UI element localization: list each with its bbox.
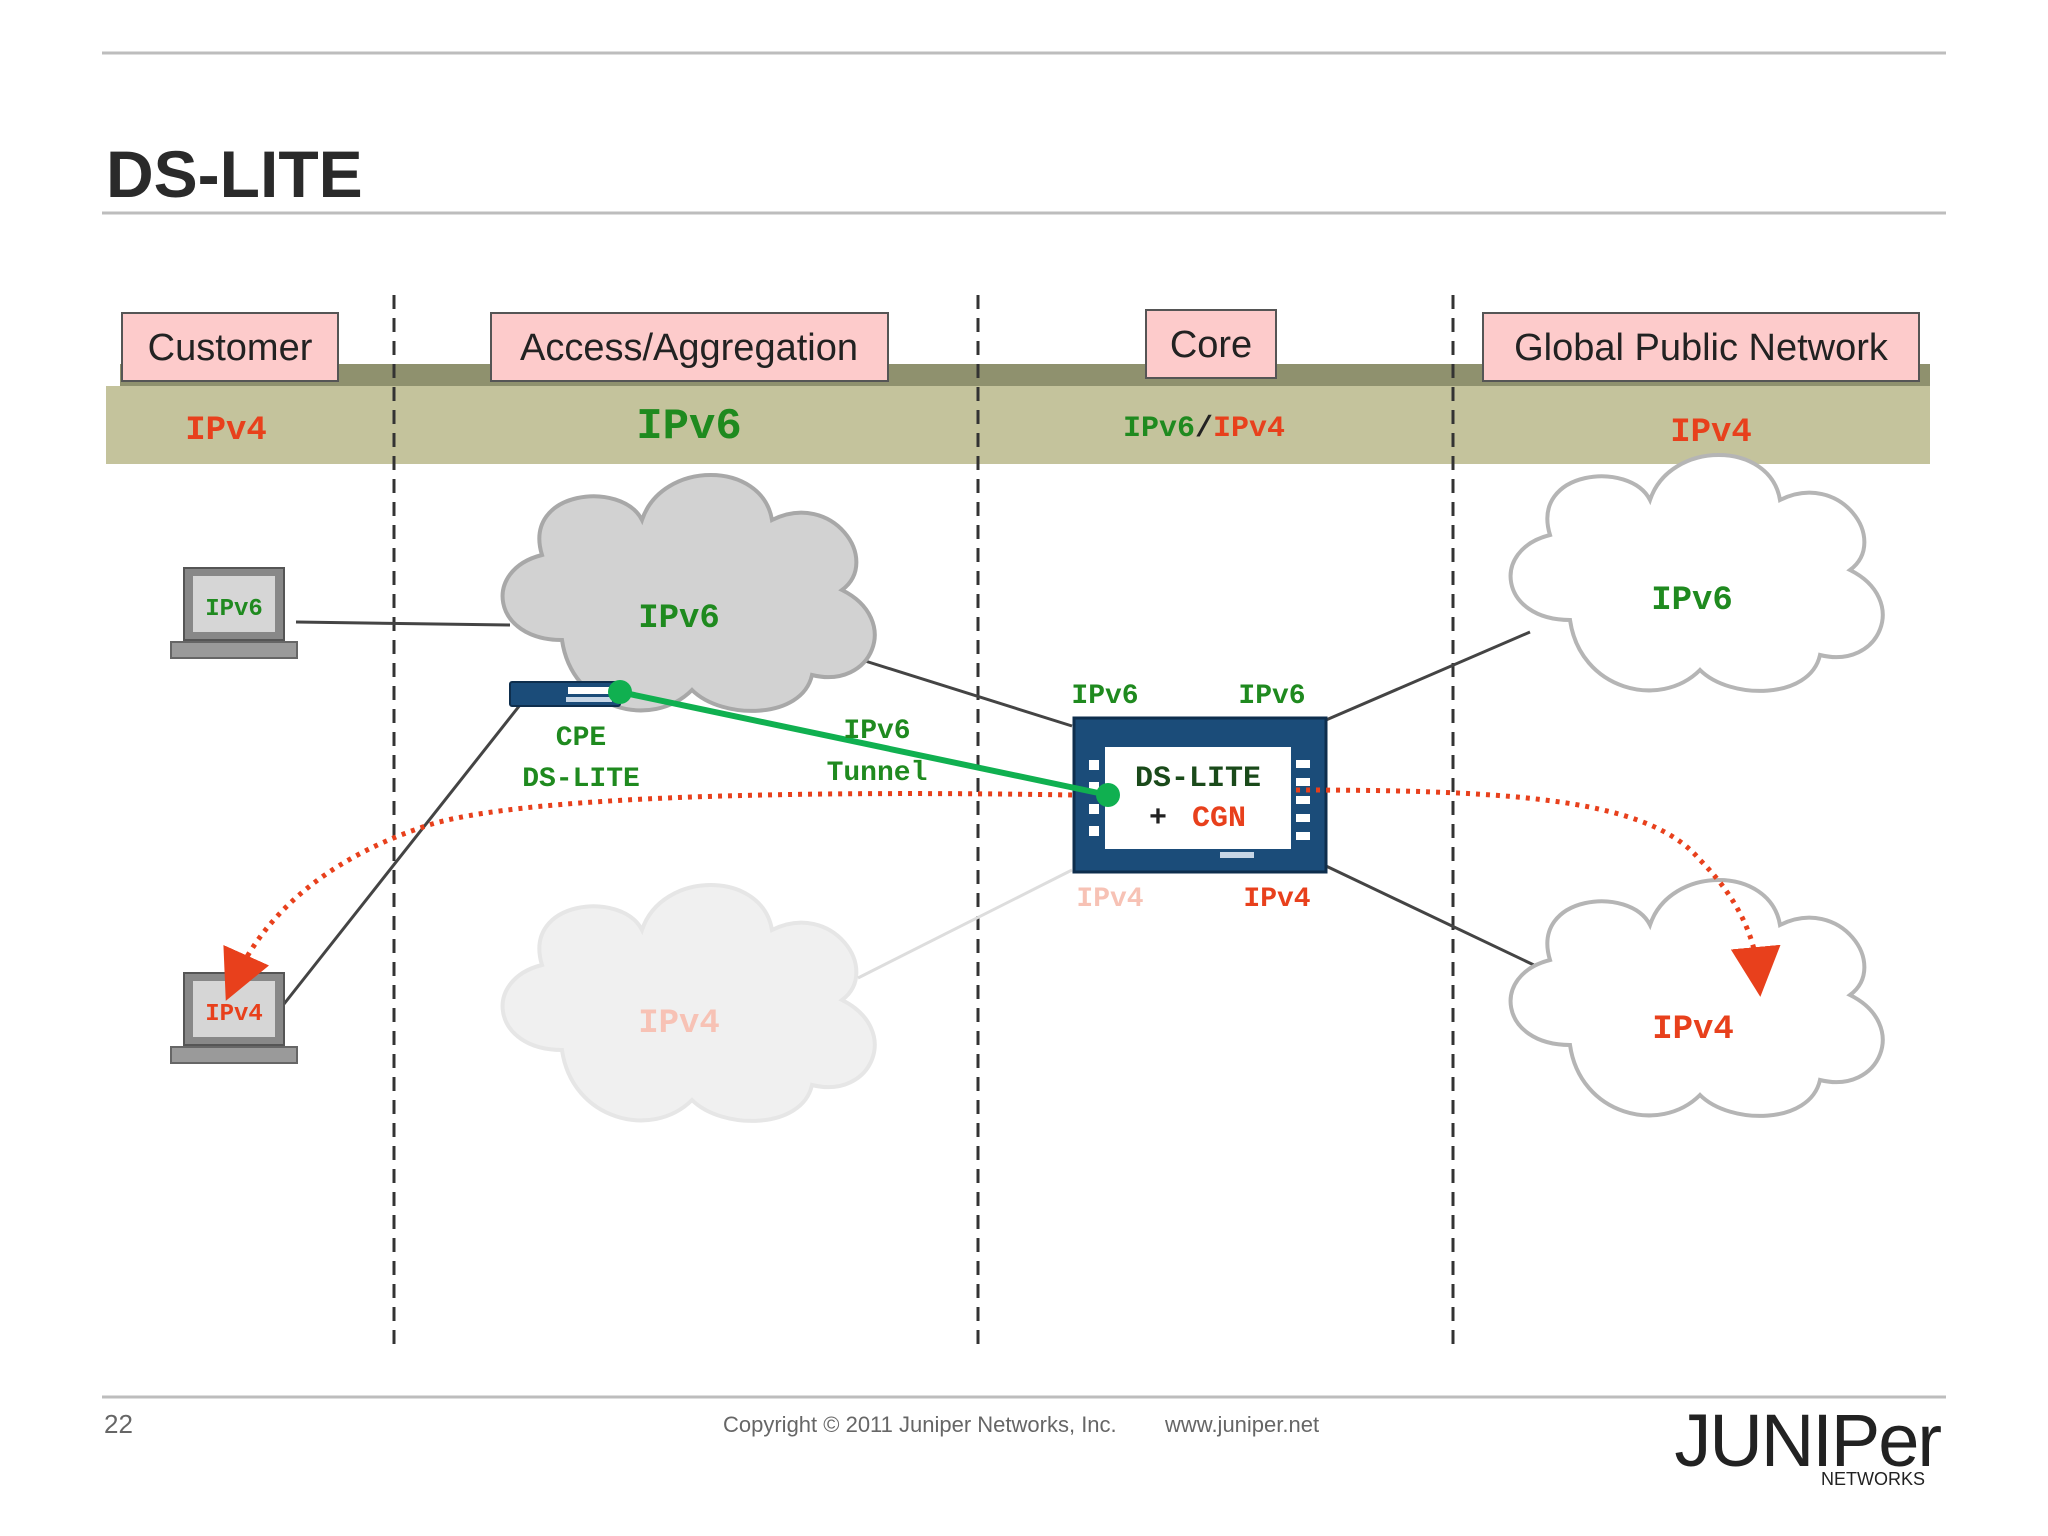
aftr-port-ipv6-left: IPv6 xyxy=(1071,681,1138,712)
band-protocol-global: IPv4 xyxy=(1670,414,1752,452)
tunnel-label-line1: IPv6 xyxy=(843,716,910,747)
cpe-label-line1: CPE xyxy=(556,723,606,754)
slide-title: DS-LITE xyxy=(106,137,363,211)
protocol-band xyxy=(106,386,1930,464)
band-protocol-access: IPv6 xyxy=(636,402,742,452)
website-text: www.juniper.net xyxy=(1164,1412,1319,1437)
ipv4-path-to-customer xyxy=(223,791,1073,1001)
cpe-device xyxy=(509,681,621,707)
juniper-logo: JUNIPer NETWORKS xyxy=(1674,1399,1943,1489)
ipv4-host-laptop: IPv4 xyxy=(170,972,298,1064)
ipv4-host-label: IPv4 xyxy=(205,1001,263,1028)
tunnel-endpoint-cpe xyxy=(608,680,632,704)
zone-dividers xyxy=(392,295,1455,1345)
svg-text:IPv6: IPv6 xyxy=(1651,582,1733,620)
svg-text:IPv4: IPv4 xyxy=(1652,1011,1734,1049)
zone-label-global-public-network: Global Public Network xyxy=(1482,312,1920,382)
ipv6-host-laptop: IPv6 xyxy=(170,567,298,659)
links xyxy=(282,620,1537,1005)
aftr-port-ipv6-right: IPv6 xyxy=(1238,681,1305,712)
aftr-label-cgn: CGN xyxy=(1192,802,1246,836)
svg-text:Access/Aggregation: Access/Aggregation xyxy=(520,327,858,369)
svg-text:IPv6: IPv6 xyxy=(638,600,720,638)
zone-label-access-aggregation: Access/Aggregation xyxy=(490,312,889,382)
ipv6-host-label: IPv6 xyxy=(205,596,263,623)
zone-label-core: Core xyxy=(1145,309,1277,379)
aftr-device xyxy=(1072,716,1328,874)
aftr-label-line1: DS-LITE xyxy=(1135,762,1261,796)
tunnel-endpoint-aftr xyxy=(1096,783,1120,807)
svg-text:NETWORKS: NETWORKS xyxy=(1821,1469,1925,1489)
global-ipv6-cloud: IPv6 xyxy=(1508,453,1885,693)
cpe-label-line2: DS-LITE xyxy=(522,764,640,795)
band-protocol-core: IPv6/IPv4 xyxy=(1123,412,1285,446)
svg-text:Global Public Network: Global Public Network xyxy=(1514,327,1889,369)
ipv4-path-to-global xyxy=(1295,787,1781,997)
faded-ipv4-cloud: IPv4 xyxy=(500,883,877,1123)
copyright-text: Copyright © 2011 Juniper Networks, Inc. xyxy=(723,1412,1117,1437)
zone-label-customer: Customer xyxy=(121,312,339,382)
aftr-label-plus: + xyxy=(1149,802,1167,836)
svg-text:Customer: Customer xyxy=(148,327,313,369)
band-protocol-customer: IPv4 xyxy=(185,412,267,450)
global-ipv4-cloud: IPv4 xyxy=(1508,878,1885,1118)
tunnel-label-line2: Tunnel xyxy=(827,758,928,789)
svg-text:IPv4: IPv4 xyxy=(638,1005,720,1043)
page-number: 22 xyxy=(104,1409,133,1439)
ipv6-tunnel-line xyxy=(619,689,1109,798)
svg-text:JUNIPer: JUNIPer xyxy=(1674,1399,1941,1482)
aftr-port-ipv4-right: IPv4 xyxy=(1243,884,1310,915)
aftr-port-ipv4-left: IPv4 xyxy=(1076,884,1143,915)
access-ipv6-cloud: IPv6 xyxy=(500,473,877,713)
svg-text:Core: Core xyxy=(1170,324,1252,366)
